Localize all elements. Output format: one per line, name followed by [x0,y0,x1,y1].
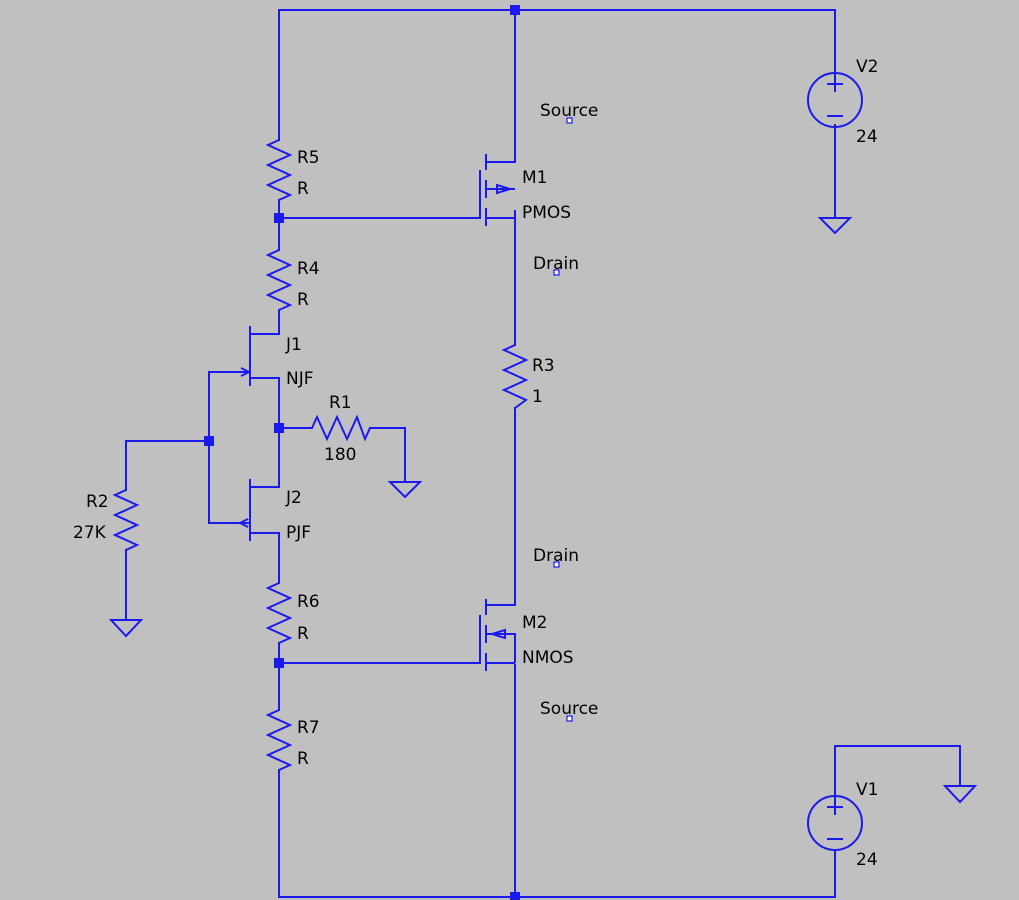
net-flag-source-bottom [566,715,573,722]
r5-value: R [297,179,309,199]
grounds [108,217,978,804]
j1-model: NJF [286,369,314,389]
net-label-source-top: Source [540,101,598,121]
ground-v2-icon [817,217,853,235]
r6-value: R [297,624,309,644]
wire-r1-right[interactable] [369,427,406,481]
r3-resistor[interactable]: R3 1 [501,344,555,409]
v2-value: 24 [856,127,878,147]
ground-v1-icon [942,785,978,804]
r2-ref: R2 [86,492,109,512]
wire-v1-ground[interactable] [834,745,961,799]
m1-model: PMOS [522,203,571,223]
j1-ref: J1 [285,335,302,355]
wire-bottom-rail[interactable] [278,851,836,898]
junction-r5-r4 [274,213,284,223]
r4-ref: R4 [297,259,320,279]
r1-resistor[interactable]: R1 180 [311,393,371,465]
m1-ref: M1 [522,168,547,188]
r3-ref: R3 [532,356,555,376]
ground-r2-icon [108,619,144,638]
junction-bottom [510,892,520,900]
r1-ref: R1 [329,393,352,413]
r3-value: 1 [532,387,543,407]
net-label-drain-top: Drain [533,254,579,274]
m2-nmos[interactable]: M2 NMOS [479,599,574,671]
junction-r6-r7 [274,658,284,668]
r7-ref: R7 [297,718,320,738]
wire-j2-r6[interactable] [249,532,280,584]
wire-r2-top[interactable] [125,440,210,491]
r6-resistor[interactable]: R6 R [265,582,320,644]
v1-value: 24 [856,850,878,870]
v2-voltage-source[interactable]: V2 24 [807,57,878,147]
v1-ref: V1 [856,780,878,800]
net-flag-source-top [566,117,573,124]
r1-value: 180 [324,445,356,465]
junction-top [510,5,520,15]
r5-resistor[interactable]: R5 R [265,139,320,201]
r4-resistor[interactable]: R4 R [265,249,320,311]
junctions [204,5,520,900]
net-label-source-bottom: Source [540,699,598,719]
junction-j-source [274,423,284,433]
j2-jfet[interactable]: J2 PJF [237,479,311,543]
v1-voltage-source[interactable]: V1 24 [807,780,878,870]
r7-value: R [297,749,309,769]
wire-gate-bus[interactable] [208,371,241,524]
r2-resistor[interactable]: R2 27K [73,489,140,551]
r6-ref: R6 [297,592,320,612]
wire-r4-j1[interactable] [249,309,280,335]
r2-value: 27K [73,523,107,543]
net-flag-drain-top [553,269,560,276]
junction-gate-bus [204,436,214,446]
net-labels: Source Drain Drain Source [533,101,598,722]
j2-ref: J2 [285,488,302,508]
ground-r1-icon [387,481,423,499]
v2-ref: V2 [856,57,878,77]
net-flag-drain-bottom [553,561,560,568]
net-label-drain-bottom: Drain [533,546,579,566]
j2-model: PJF [286,523,311,543]
m2-ref: M2 [522,613,547,633]
m1-pmos[interactable]: M1 PMOS [479,154,571,226]
r4-value: R [297,290,309,310]
wires [125,9,961,898]
m2-model: NMOS [522,648,574,668]
r7-resistor[interactable]: R7 R [265,709,320,771]
wire-top-rail[interactable] [278,9,836,76]
r5-ref: R5 [297,148,320,168]
j1-jfet[interactable]: J1 NJF [240,326,314,389]
